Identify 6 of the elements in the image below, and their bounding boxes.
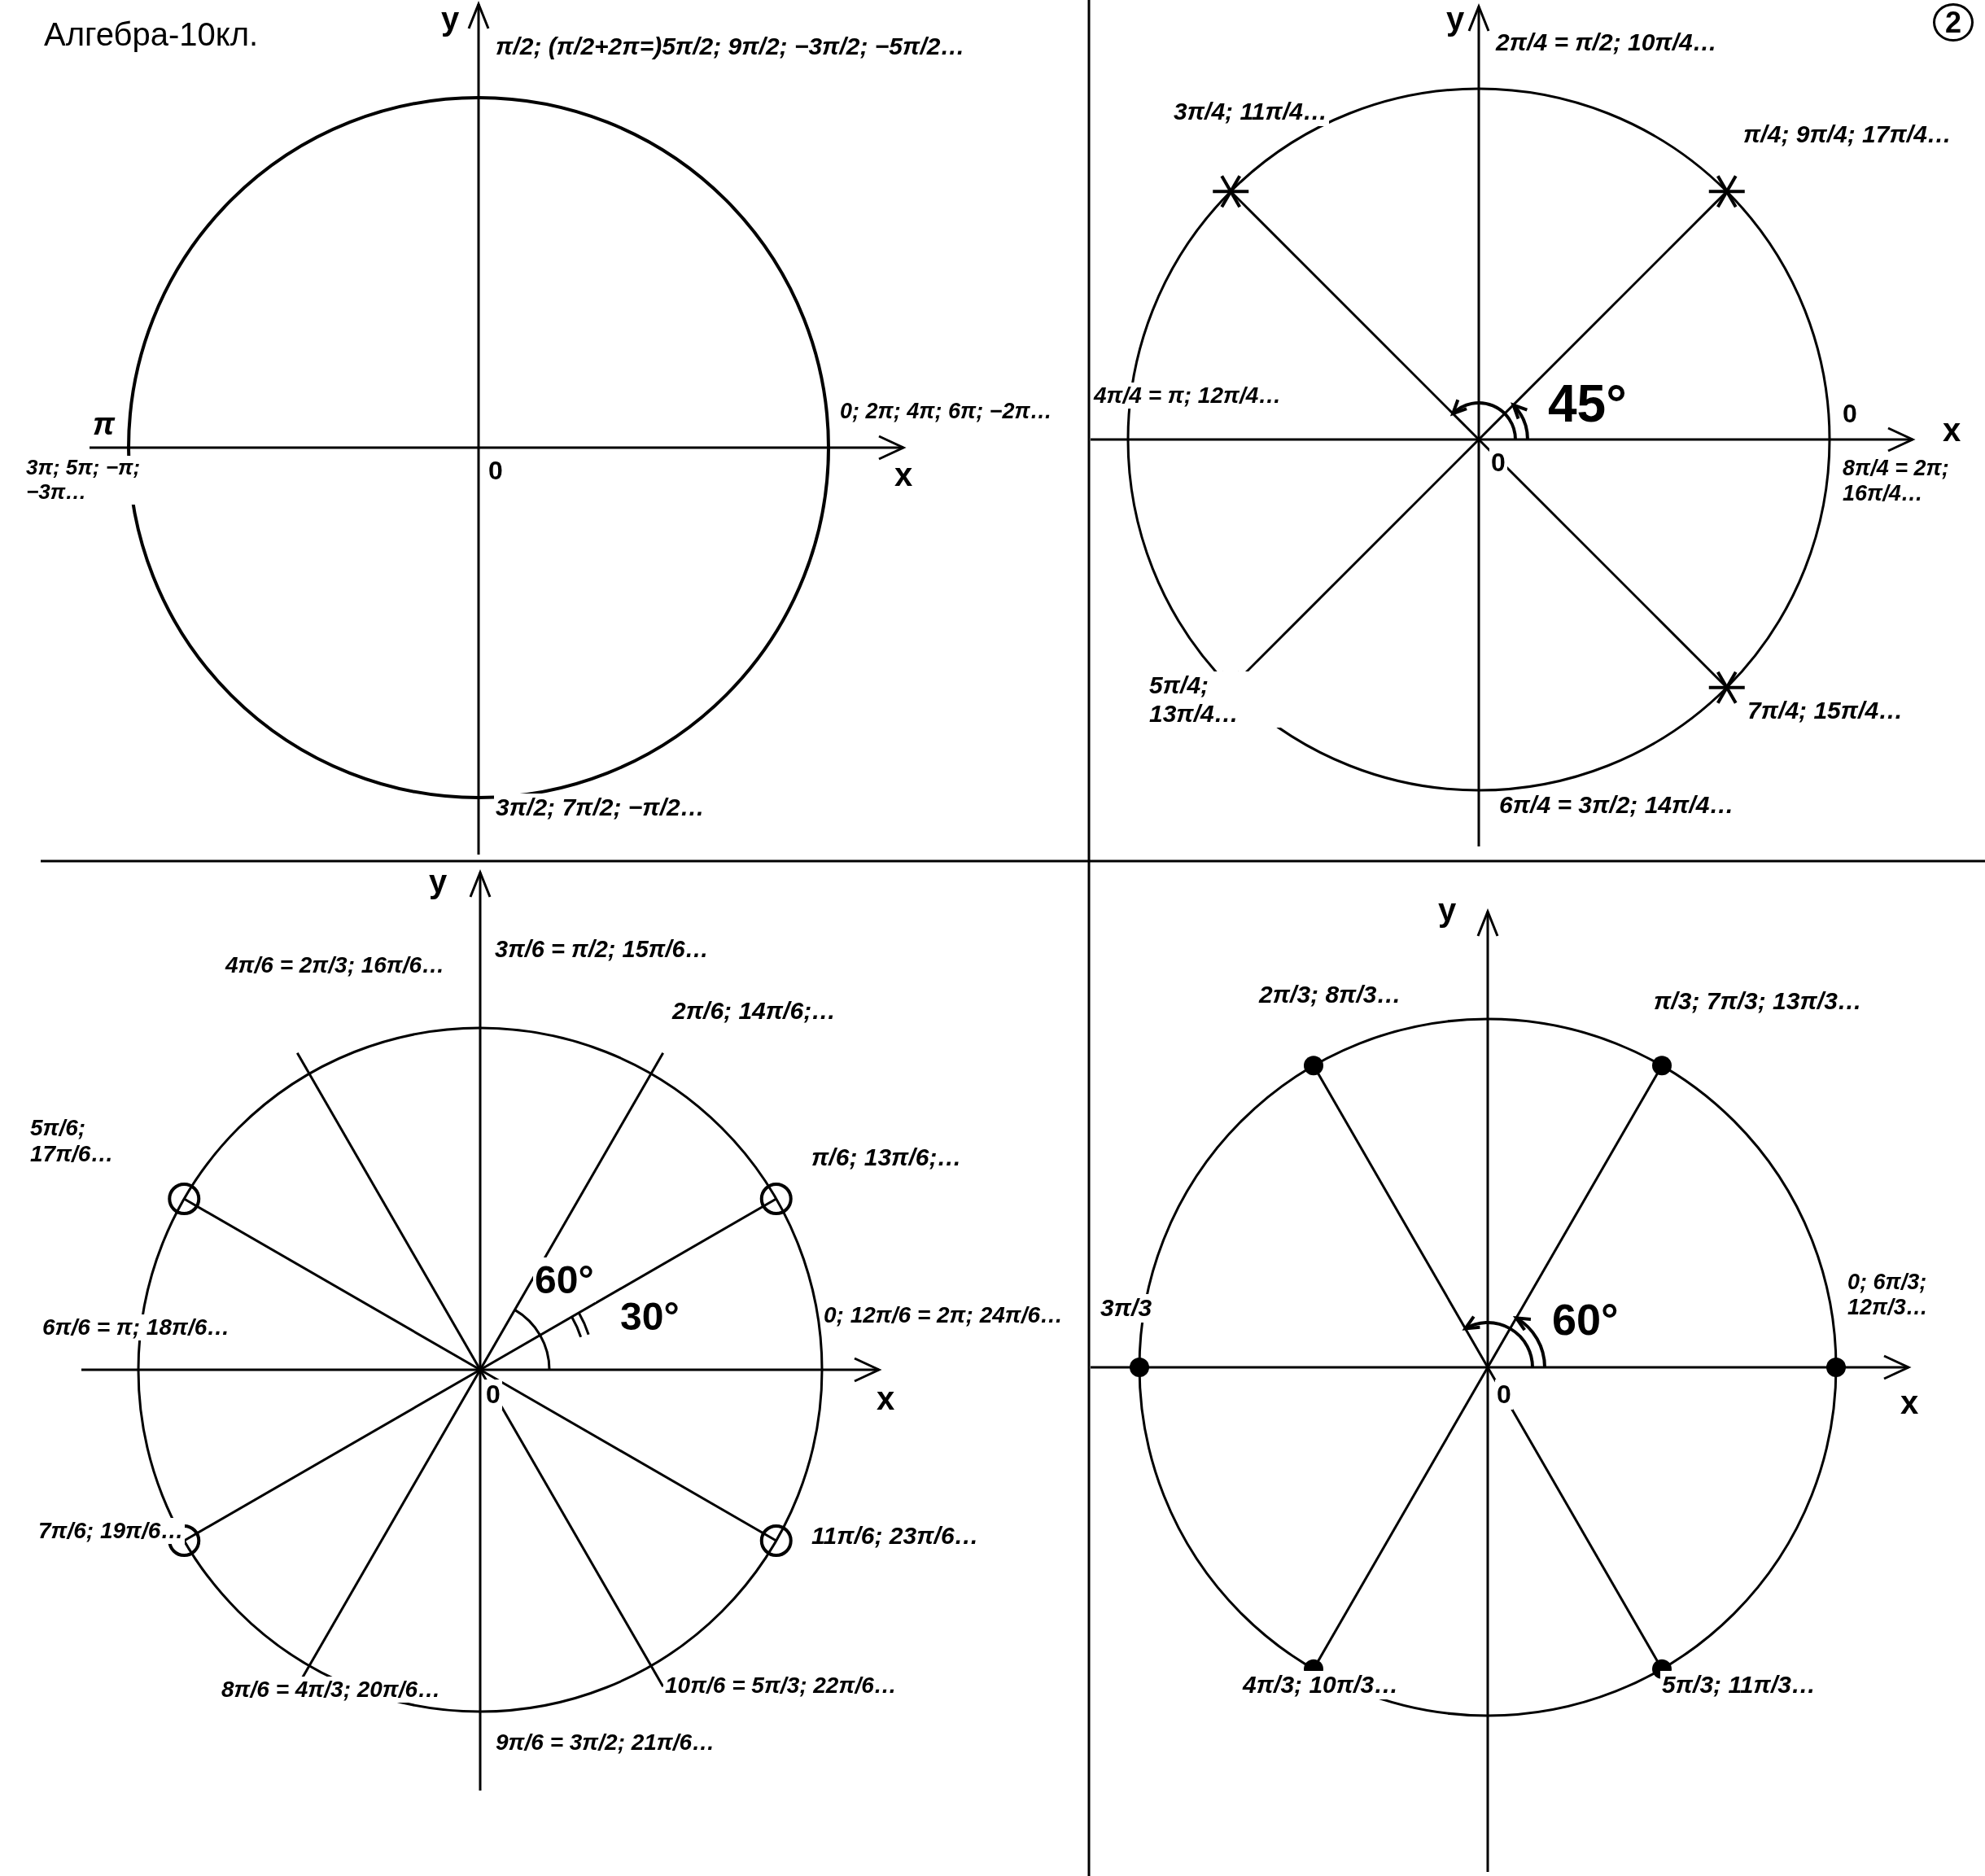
angle-values-label: 3π/3 <box>1099 1294 1154 1323</box>
origin-label: 0 <box>484 1380 502 1410</box>
page-number: 2 <box>1933 3 1974 42</box>
title: Алгебра-10кл. <box>44 16 259 53</box>
origin-label: 0 <box>1495 1380 1513 1410</box>
angle-label: 60° <box>533 1257 596 1303</box>
